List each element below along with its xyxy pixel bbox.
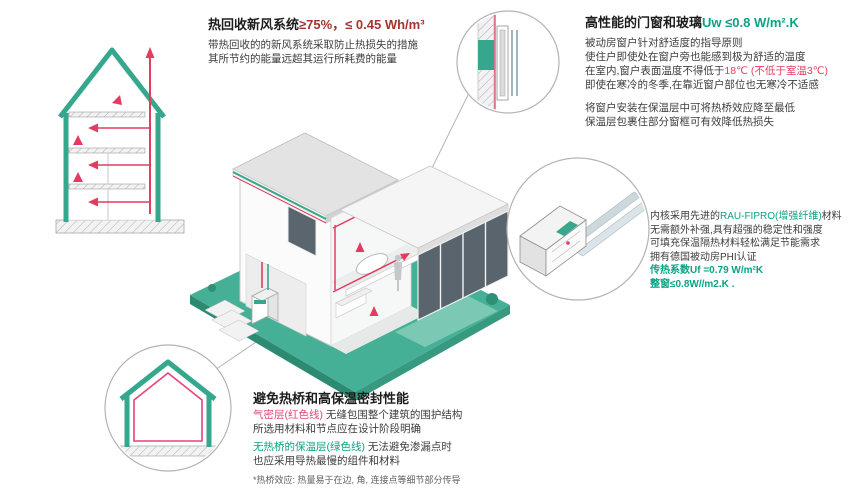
insulation-text: 无法避免渗漏点时 [365, 441, 452, 453]
windows-p1-line3-temp: 18℃ [724, 65, 748, 77]
frame-line1-pre: 内核采用先进的 [650, 211, 720, 222]
window-profile-callout [506, 157, 650, 301]
ventilation-description: 带热回收的的新风系统采取防止热损失的措施 其所节约的能量远超其运行所耗费的能量 [208, 38, 418, 66]
isometric-house-illustration [190, 132, 510, 401]
airtight-paragraph: 气密层(红色线) 无缝包围整个建筑的围护结构 所选用材料和节点应在设计阶段明确 [253, 408, 462, 436]
windows-p2-line2: 保温层包裹住部分窗框可有效降低热损失 [585, 116, 774, 128]
ventilation-heading: 热回收新风系统≥75%，≤ 0.45 Wh/m³ [208, 14, 425, 34]
windows-p1-line3: 在室内,窗户表面温度不得低于18℃ (不低于室温3℃) [585, 64, 828, 78]
person-figure [394, 254, 402, 291]
windows-paragraph-comfort: 被动房窗户针对舒适度的指导原则 使住户即使处在窗户旁也能感到极为舒适的温度 在室… [585, 36, 828, 92]
windows-p1-line2: 使住户即使处在窗户旁也能感到极为舒适的温度 [585, 51, 806, 63]
thermal-footnote: *热桥效应: 热量易于在边, 角, 连接点等细节部分传导 [253, 475, 461, 485]
window-section-callout [456, 10, 560, 114]
ventilation-heading-value: ≥75%，≤ 0.45 Wh/m³ [299, 17, 425, 32]
windows-heading-text: 高性能的门窗和玻璃 [585, 15, 703, 30]
frame-line1: 内核采用先进的RAU-FIPRO(增强纤维)材料 [650, 210, 864, 224]
airtight-line2: 所选用材料和节点应在设计阶段明确 [253, 423, 421, 435]
ventilation-desc-line1: 带热回收的的新风系统采取防止热损失的措施 [208, 39, 418, 51]
windows-paragraph-install: 将窗户安装在保温层中可将热桥效应降至最低 保温层包裹住部分窗框可有效降低热损失 [585, 101, 795, 129]
insulation-line2: 也应采用导热最慢的组件和材料 [253, 455, 400, 467]
windows-p1-line3-text: 在室内,窗户表面温度不得低于 [585, 65, 725, 77]
section-house-illustration [55, 47, 185, 234]
airtight-text: 无缝包围整个建筑的围护结构 [323, 409, 463, 421]
windows-p1-line4: 即使在寒冷的冬季,在靠近窗户部位也无寒冷不适感 [585, 79, 819, 91]
airtight-label: 气密层(红色线) [253, 409, 323, 421]
windows-p1-line3-note: (不低于室温3℃) [747, 65, 828, 77]
ventilation-heading-text: 热回收新风系统 [208, 17, 300, 32]
thermal-envelope-callout [104, 344, 232, 472]
insulation-paragraph: 无热桥的保温层(绿色线) 无法避免渗漏点时 也应采用导热最慢的组件和材料 [253, 440, 452, 468]
airtight-line1: 气密层(红色线) 无缝包围整个建筑的围护结构 [253, 408, 462, 422]
windows-p2-line1: 将窗户安装在保温层中可将热桥效应降至最低 [585, 102, 795, 114]
frame-line1-post: 材料 [821, 211, 842, 222]
frame-uw-value: 整窗≤0.8W//m2.K . [650, 278, 735, 290]
frame-line3: 可填充保温隔热材料轻松满足节能需求 [650, 238, 820, 249]
frame-uf-value: 传热系数Uf =0.79 W/m²K [650, 265, 764, 276]
frame-line1-material: RAU-FIPRO(增强纤维) [720, 211, 822, 222]
insulation-label: 无热桥的保温层(绿色线) [253, 441, 365, 453]
windows-heading: 高性能的门窗和玻璃Uw ≤0.8 W/m².K [585, 12, 799, 32]
windows-p1-line1: 被动房窗户针对舒适度的指导原则 [585, 37, 743, 49]
frame-line4: 拥有德国被动房PHI认证 [650, 251, 757, 263]
frame-material-paragraph: 内核采用先进的RAU-FIPRO(增强纤维)材料 无需额外补强,具有超强的稳定性… [650, 210, 864, 291]
frame-line2: 无需额外补强,具有超强的稳定性和强度 [650, 224, 823, 236]
ventilation-desc-line2: 其所节约的能量远超其运行所耗费的能量 [208, 53, 397, 65]
thermal-heading: 避免热桥和高保温密封性能 [253, 391, 410, 406]
insulation-line1: 无热桥的保温层(绿色线) 无法避免渗漏点时 [253, 440, 452, 454]
windows-heading-value: Uw ≤0.8 W/m².K [702, 15, 799, 30]
